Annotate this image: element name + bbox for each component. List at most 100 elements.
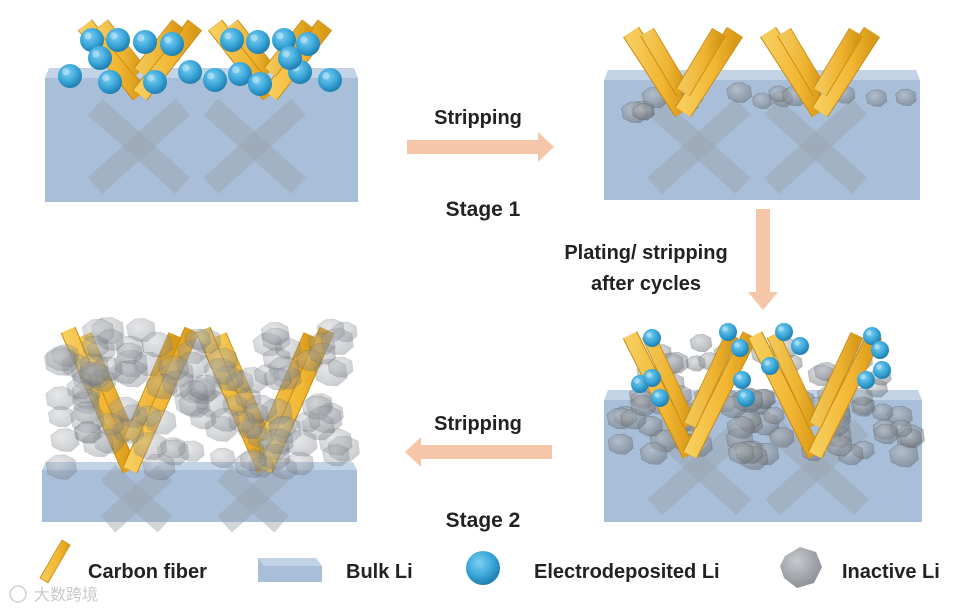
electrodeposited-li xyxy=(775,323,793,341)
electrodeposited-li-highlight xyxy=(102,74,110,82)
electrodeposited-li-particles xyxy=(58,28,342,96)
electrodeposited-li-highlight xyxy=(322,72,330,80)
inactive-li xyxy=(322,444,350,467)
inactive-li-swatch xyxy=(780,547,822,588)
electrodeposited-li-highlight xyxy=(164,36,172,44)
electrodeposited-li xyxy=(178,60,202,84)
inactive-li xyxy=(263,367,292,391)
electrodeposited-li-highlight xyxy=(736,374,742,380)
electrodeposited-li xyxy=(248,72,272,96)
inactive-li xyxy=(261,428,294,455)
arrow-stripping-stage2 xyxy=(405,437,552,467)
inactive-li xyxy=(769,427,795,448)
stripping-label-stage1: Stripping xyxy=(434,107,522,129)
electrodeposited-li xyxy=(643,329,661,347)
inactive-li xyxy=(239,449,267,472)
embedded-fiber xyxy=(203,98,306,194)
embedded-fiber xyxy=(764,98,868,194)
electrodeposited-li-highlight xyxy=(207,72,215,80)
electrodeposited-li xyxy=(58,64,82,88)
electrodeposited-li-highlight xyxy=(860,374,866,380)
inactive-li xyxy=(81,335,109,358)
inactive-li xyxy=(260,321,290,346)
electrodeposited-li xyxy=(761,357,779,375)
carbon-fiber-swatch xyxy=(39,539,71,584)
panel-stage1-initial xyxy=(45,19,358,202)
panel-stage1-stripped xyxy=(604,26,920,200)
electrodeposited-li xyxy=(873,361,891,379)
carbon-fiber xyxy=(623,27,691,117)
electrodeposited-li xyxy=(133,30,157,54)
plating-stripping-label: Plating/ stripping xyxy=(564,242,727,264)
embedded-fiber xyxy=(764,98,868,194)
inactive-li xyxy=(209,447,236,469)
embedded-fiber xyxy=(203,98,306,194)
electrodeposited-li-highlight xyxy=(62,68,70,76)
arrow-left-shape xyxy=(405,437,552,467)
watermark-text: 大数跨境 xyxy=(34,585,98,604)
legend-electrodeposited-li-label: Electrodeposited Li xyxy=(534,561,720,583)
carbon-fiber-cluster xyxy=(623,26,880,118)
inactive-li xyxy=(74,421,103,444)
electrodeposited-li-highlight xyxy=(137,34,145,42)
inactive-li xyxy=(726,415,755,439)
block-front xyxy=(42,470,357,522)
legend-carbon-fiber: Carbon fiber xyxy=(39,539,207,584)
electrodeposited-li xyxy=(228,62,252,86)
electrodeposited-li-particles xyxy=(631,323,891,407)
legend-bulk-li-label: Bulk Li xyxy=(346,561,413,583)
carbon-fiber xyxy=(675,27,743,117)
inactive-li xyxy=(145,373,178,400)
electrodeposited-li xyxy=(791,337,809,355)
electrodeposited-li-highlight xyxy=(147,74,155,82)
block-front xyxy=(45,78,358,202)
electrodeposited-li xyxy=(143,70,167,94)
electrodeposited-li-highlight xyxy=(740,392,746,398)
electrodeposited-li xyxy=(871,341,889,359)
electrodeposited-li-highlight xyxy=(224,32,232,40)
electrodeposited-li-highlight xyxy=(232,66,240,74)
embedded-fiber xyxy=(87,98,191,194)
inactive-li xyxy=(188,374,222,402)
electrodeposited-li-highlight xyxy=(876,364,882,370)
embedded-fiber xyxy=(100,464,173,533)
inactive-li xyxy=(639,442,668,465)
electrodeposited-li xyxy=(863,327,881,345)
electrodeposited-li xyxy=(643,369,661,387)
electrodeposited-li-highlight xyxy=(866,330,872,336)
watermark: 大数跨境 xyxy=(9,585,98,604)
carbon-fiber xyxy=(760,27,828,117)
carbon-fiber xyxy=(777,28,827,96)
carbon-fiber xyxy=(676,28,726,96)
electrodeposited-li xyxy=(160,32,184,56)
arrow-stripping-stage1 xyxy=(407,132,554,162)
legend-carbon-fiber-label: Carbon fiber xyxy=(88,561,207,583)
legend-inactive-li: Inactive Li xyxy=(780,547,940,588)
inactive-li xyxy=(157,439,190,466)
legend-electrodeposited-li: Electrodeposited Li xyxy=(466,551,720,585)
electrodeposited-li-highlight xyxy=(110,32,118,40)
stage2-label: Stage 2 xyxy=(446,509,521,532)
electrodeposited-li-highlight xyxy=(794,340,800,346)
legend-inactive-li-label: Inactive Li xyxy=(842,561,940,583)
electrodeposited-li-highlight xyxy=(84,32,92,40)
inactive-li xyxy=(145,409,177,435)
electrodeposited-li-highlight xyxy=(722,326,728,332)
arrow-down-shape xyxy=(748,209,778,310)
panel-stage2-cycled xyxy=(604,323,925,522)
bulk-li-swatch-top xyxy=(258,558,322,566)
inactive-li xyxy=(726,82,753,103)
electrodeposited-li-highlight xyxy=(92,50,100,58)
inactive-li xyxy=(66,378,93,400)
carbon-fiber xyxy=(809,332,863,428)
carbon-fiber xyxy=(640,28,690,96)
watermark-logo-icon xyxy=(9,585,27,603)
inactive-li xyxy=(45,454,77,480)
inactive-li xyxy=(871,403,894,422)
inactive-li xyxy=(184,328,212,351)
electrodeposited-li xyxy=(98,70,122,94)
electrodeposited-li xyxy=(296,32,320,56)
electrodeposited-li-highlight xyxy=(182,64,190,72)
electrodeposited-li-highlight xyxy=(282,50,290,58)
